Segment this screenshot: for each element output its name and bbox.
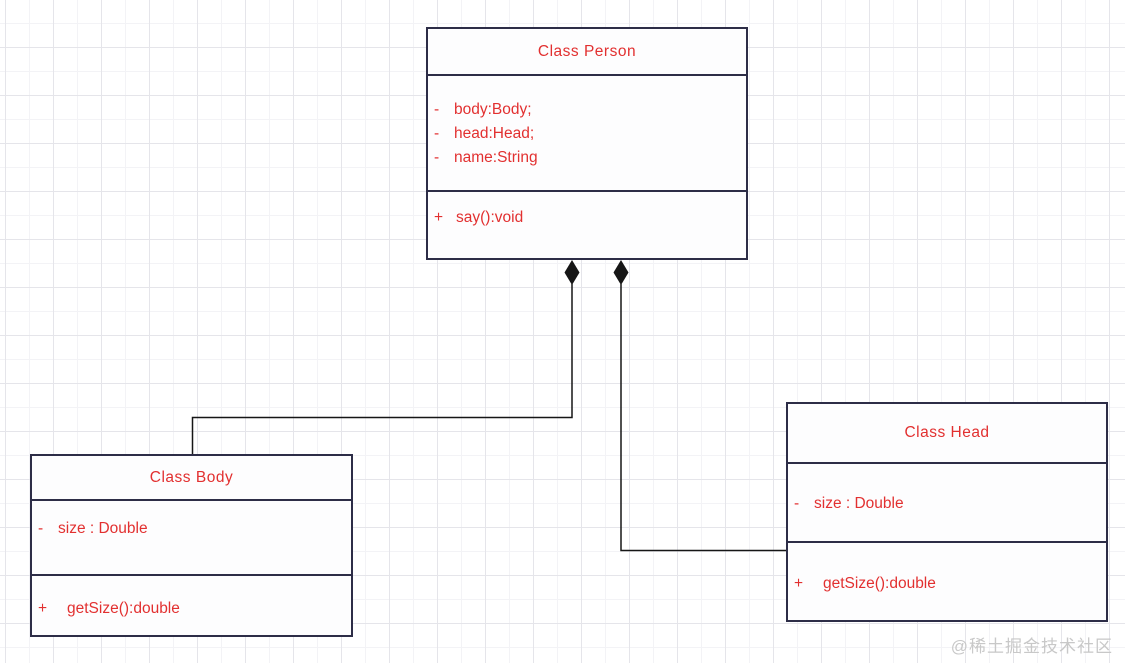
method-row: + say():void — [428, 206, 746, 230]
methods-section: + getSize():double — [788, 541, 1106, 620]
attribute-text: body:Body; — [454, 101, 532, 118]
composition-diamond-head-icon — [613, 260, 629, 285]
visibility-sign: - — [434, 125, 440, 142]
methods-section: + say():void — [428, 190, 746, 258]
attribute-row: - name:String — [428, 146, 746, 170]
attribute-row: - body:Body; — [428, 98, 746, 122]
composition-link-person-body — [191, 284, 573, 455]
attribute-text: size : Double — [58, 520, 148, 537]
watermark: @稀土掘金技术社区 — [950, 637, 1113, 656]
class-title-body: Class Body — [149, 468, 234, 486]
class-title-head: Class Head — [904, 424, 990, 441]
attributes-section: - body:Body; - head:Head; - name:String — [428, 74, 746, 190]
visibility-sign: - — [434, 149, 440, 166]
composition-diamond-body-icon — [564, 260, 580, 285]
composition-link-person-head — [620, 284, 786, 552]
method-text: getSize():double — [67, 600, 180, 617]
attribute-text: head:Head; — [454, 125, 535, 142]
method-row: + getSize():double — [32, 597, 351, 621]
attribute-row: - head:Head; — [428, 122, 746, 146]
method-row: + getSize():double — [788, 572, 1106, 596]
visibility-sign: - — [434, 101, 440, 118]
visibility-sign: + — [38, 600, 48, 617]
attribute-row: - size : Double — [788, 492, 1106, 516]
visibility-sign: + — [794, 575, 804, 592]
visibility-sign: - — [794, 495, 800, 512]
class-box-person[interactable]: Class Person - body:Body; - head:Head; -… — [426, 27, 748, 260]
class-box-head[interactable]: Class Head - size : Double + getSize():d… — [786, 402, 1108, 622]
class-title-person: Class Person — [537, 42, 637, 60]
visibility-sign: + — [434, 209, 444, 226]
class-box-body[interactable]: Class Body - size : Double + getSize():d… — [30, 454, 353, 637]
attributes-section: - size : Double — [32, 499, 351, 574]
visibility-sign: - — [38, 520, 44, 537]
attribute-row: - size : Double — [32, 517, 351, 541]
method-text: getSize():double — [823, 575, 936, 592]
method-text: say():void — [456, 209, 524, 226]
attribute-text: name:String — [454, 149, 538, 166]
attribute-text: size : Double — [814, 495, 904, 512]
attributes-section: - size : Double — [788, 462, 1106, 541]
methods-section: + getSize():double — [32, 574, 351, 635]
